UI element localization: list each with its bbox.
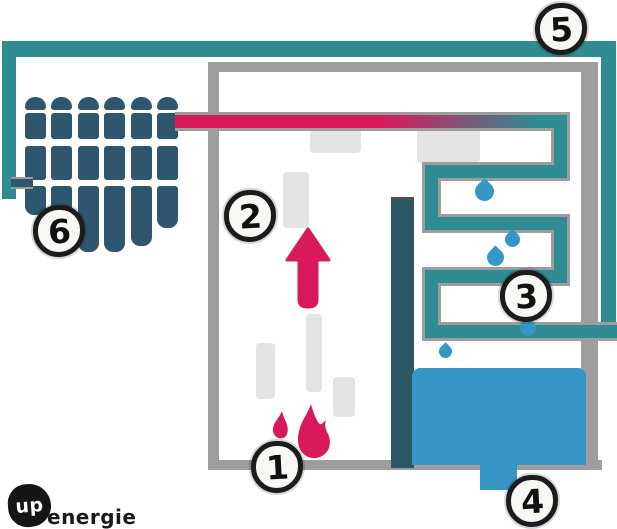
radiator-segment <box>25 186 46 215</box>
radiator-segment <box>157 186 178 228</box>
return-pipe-right <box>601 41 616 338</box>
boiler-casing-top-wall <box>208 62 585 72</box>
marker-3-number: 3 <box>513 275 539 317</box>
marker-6: 6 <box>33 205 85 257</box>
marker-2: 2 <box>224 190 276 242</box>
radiator-segment <box>131 186 152 246</box>
radiator-segment <box>25 113 46 139</box>
exhaust-smoke-shape <box>333 377 355 417</box>
condensate-tank <box>412 368 586 465</box>
boiler-casing-left-wall <box>208 62 219 470</box>
radiator <box>25 97 178 257</box>
flue-divider <box>391 197 414 468</box>
radiator-inlet-stub <box>11 177 33 189</box>
marker-1: 1 <box>251 441 303 493</box>
marker-3: 3 <box>500 270 552 322</box>
marker-6-number: 6 <box>46 210 72 252</box>
boiler-casing-right-wall <box>581 62 598 470</box>
return-pipe-top <box>2 41 616 57</box>
radiator-segment <box>104 146 125 180</box>
heat-rise-arrow-icon <box>285 227 331 309</box>
radiator-segment <box>51 146 72 180</box>
marker-5-number: 5 <box>548 8 574 50</box>
marker-4-number: 4 <box>519 480 545 522</box>
radiator-segment <box>25 97 46 110</box>
radiator-segment <box>104 186 125 252</box>
marker-2-number: 2 <box>237 195 263 237</box>
coil-pipe <box>175 115 617 338</box>
radiator-segment <box>131 113 152 139</box>
exhaust-smoke-shape <box>283 172 309 228</box>
radiator-segment <box>51 97 72 110</box>
exhaust-smoke-shape <box>417 128 480 163</box>
radiator-segment <box>25 146 46 180</box>
exhaust-smoke-shape <box>306 314 322 392</box>
hot-supply-pipe <box>175 115 554 128</box>
radiator-segment <box>51 113 72 139</box>
radiator-segment <box>78 146 99 180</box>
radiator-segment <box>131 146 152 180</box>
radiator-segment <box>78 113 99 139</box>
radiator-segment <box>157 146 178 180</box>
exhaust-smoke-shape <box>256 343 275 399</box>
return-pipe-left <box>2 41 16 199</box>
marker-1-number: 1 <box>264 446 290 488</box>
flame-icon <box>272 404 330 459</box>
exhaust-smoke-shape <box>310 130 361 153</box>
radiator-segment <box>131 97 152 110</box>
brand-logo-wordmark: energie <box>47 505 137 529</box>
radiator-segment <box>78 97 99 110</box>
marker-5: 5 <box>535 3 587 55</box>
brand-logo-mark-text: up <box>14 493 45 518</box>
radiator-segment <box>157 113 178 139</box>
marker-4: 4 <box>506 475 558 527</box>
radiator-segment <box>104 113 125 139</box>
radiator-segment <box>104 97 125 110</box>
radiator-segment <box>157 97 178 110</box>
